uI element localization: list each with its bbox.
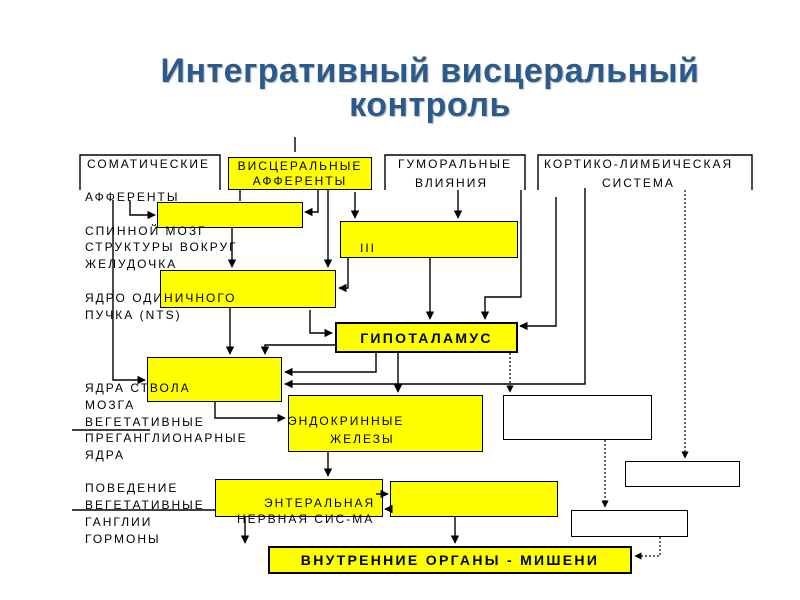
left-label-hormones: ГОРМОНЫ <box>85 532 161 546</box>
header-visceral-afferents-box: ВИСЦЕРАЛЬНЫЕ АФФЕРЕНТЫ <box>228 157 372 190</box>
dotted-arrow-right-box-3-to-targets <box>634 537 661 560</box>
endocrine-label-line-2: ЖЕЛЕЗЫ <box>330 432 395 446</box>
left-label-brain: МОЗГА <box>85 398 136 412</box>
box-empty-right-3 <box>571 510 688 537</box>
left-label-structures-around: СТРУКТУРЫ ВОКРУГ <box>85 240 238 254</box>
left-label-preganglionic: ПРЕГАНГЛИОНАРНЫЕ <box>85 431 248 445</box>
left-label-brainstem-nuclei: ЯДРА СТВОЛА <box>85 381 191 395</box>
page-title-line-2: контроль <box>349 86 511 124</box>
left-label-nuclei: ЯДРА <box>85 448 125 462</box>
left-label-autonomic-1: ВЕГЕТАТИВНЫЕ <box>85 415 205 429</box>
left-label-solitary-nucleus: ЯДРО ОДИНИЧНОГО <box>85 291 237 305</box>
left-label-afferents: АФФЕРЕНТЫ <box>85 190 180 204</box>
arrow-nts-to-hypothalamus <box>309 310 333 338</box>
box-nts <box>160 270 336 308</box>
page-title: Интегративный висцеральный контроль <box>140 54 720 122</box>
arrow-third-ventricle-to-nts <box>338 258 349 293</box>
header-visceral-line-1: ВИСЦЕРАЛЬНЫЕ <box>237 158 363 173</box>
arrow-brainstem-to-endocrine <box>214 402 286 423</box>
bracket-cortico-limbic <box>537 154 753 190</box>
arrow-somatic-to-spinal-cord <box>129 200 156 220</box>
header-humoral-line-1: ГУМОРАЛЬНЫЕ <box>398 157 512 171</box>
box-spinal-cord <box>157 202 303 228</box>
left-label-ventricle: ЖЕЛУДОЧКА <box>85 257 178 271</box>
arrow-somatic-to-brainstem <box>112 200 146 385</box>
left-label-spinal-cord: СПИННОЙ МОЗГ <box>85 224 207 238</box>
left-label-tract-nts: ПУЧКА (NTS) <box>85 308 182 322</box>
box-enteral-right <box>390 481 558 517</box>
page-title-line-1: Интегративный висцеральный <box>160 52 700 90</box>
box-hypothalamus: ГИПОТАЛАМУС <box>335 322 518 353</box>
third-ventricle-label: III <box>360 241 377 255</box>
box-brainstem-nuclei <box>147 357 282 402</box>
header-cortico-line-1: КОРТИКО-ЛИМБИЧЕСКАЯ <box>544 157 734 171</box>
arrow-cortico-to-hypothalamus-top <box>480 190 522 320</box>
hypothalamus-label: ГИПОТАЛАМУС <box>360 329 493 346</box>
arrow-hypothalamus-to-brainstem <box>284 353 377 377</box>
left-label-ganglia: ГАНГЛИИ <box>85 515 153 529</box>
left-label-behavior: ПОВЕДЕНИЕ <box>85 481 179 495</box>
enteral-label-line-2: НЕРВНАЯ СИС-МА <box>237 512 375 526</box>
arrow-hypothalamus-to-brainstem-top <box>260 344 335 355</box>
target-organs-label: ВНУТРЕННИЕ ОРГАНЫ - МИШЕНИ <box>300 552 600 568</box>
bracket-humoral <box>384 154 526 190</box>
box-target-organs: ВНУТРЕННИЕ ОРГАНЫ - МИШЕНИ <box>268 546 632 574</box>
box-empty-right-2 <box>625 461 740 487</box>
header-humoral-line-2: ВЛИЯНИЯ <box>415 176 488 190</box>
arrow-visceral-to-spinal-cord <box>304 190 319 217</box>
endocrine-label-line-1: ЭНДОКРИННЫЕ <box>288 414 405 428</box>
header-visceral-line-2: АФФЕРЕНТЫ <box>252 173 348 188</box>
bracket-somatic <box>79 154 221 190</box>
box-third-ventricle <box>340 221 518 258</box>
box-empty-right-1 <box>503 395 652 440</box>
enteral-label-line-1: ЭНТЕРАЛЬНАЯ <box>264 496 376 510</box>
arrow-cortico-to-brainstem <box>284 188 586 389</box>
arrow-cortico-to-hypothalamus-side <box>519 197 557 331</box>
header-somatic-label: СОМАТИЧЕСКИЕ <box>87 157 211 171</box>
box-endocrine-glands <box>288 395 483 452</box>
header-cortico-line-2: СИСТЕМА <box>602 176 675 190</box>
left-label-autonomic-2: ВЕГЕТАТИВНЫЕ <box>85 498 205 512</box>
box-enteral-nervous-system <box>215 479 383 517</box>
